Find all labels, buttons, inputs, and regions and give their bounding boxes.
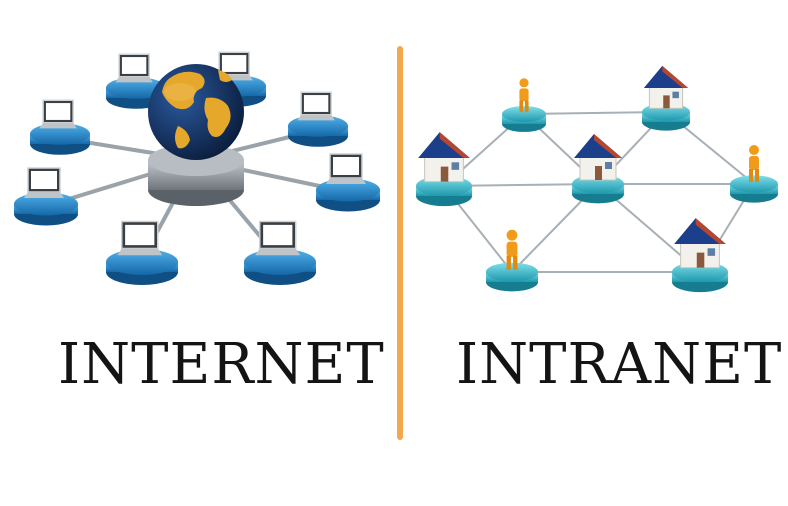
person-node xyxy=(502,78,546,132)
center-divider xyxy=(397,46,403,440)
person-icon xyxy=(749,145,759,182)
laptop-icon xyxy=(39,99,77,129)
intranet-panel: INTRANET xyxy=(404,0,788,506)
internet-panel: INTERNET xyxy=(14,51,385,397)
laptop-node xyxy=(106,220,178,285)
laptop-icon xyxy=(297,91,335,121)
person-node xyxy=(486,229,538,292)
intranet-label: INTRANET xyxy=(456,332,783,397)
laptop-node xyxy=(316,153,380,212)
laptop-node xyxy=(106,53,166,109)
house-icon xyxy=(674,218,726,269)
intranet-nodes xyxy=(416,65,778,293)
internet-network-illustration xyxy=(14,51,380,285)
laptop-icon xyxy=(255,220,301,256)
house-icon xyxy=(418,132,470,183)
laptop-icon xyxy=(215,51,253,81)
intranet-network-illustration xyxy=(416,65,778,293)
laptop-icon xyxy=(117,220,163,256)
laptop-node xyxy=(14,167,78,226)
house-icon xyxy=(643,65,689,109)
house-node xyxy=(672,218,728,293)
internet-label: INTERNET xyxy=(58,332,385,397)
laptop-nodes xyxy=(14,51,380,285)
house-node xyxy=(642,65,690,131)
house-node xyxy=(416,132,472,207)
person-icon xyxy=(519,78,529,113)
person-node xyxy=(730,145,778,203)
laptop-icon xyxy=(326,153,366,184)
house-node xyxy=(572,134,624,204)
laptop-node xyxy=(244,220,316,285)
laptop-icon xyxy=(115,53,153,83)
laptop-node xyxy=(30,99,90,155)
laptop-node xyxy=(288,91,348,147)
house-icon xyxy=(574,134,622,181)
person-icon xyxy=(506,229,518,270)
globe-icon xyxy=(148,64,244,160)
laptop-icon xyxy=(24,167,64,198)
